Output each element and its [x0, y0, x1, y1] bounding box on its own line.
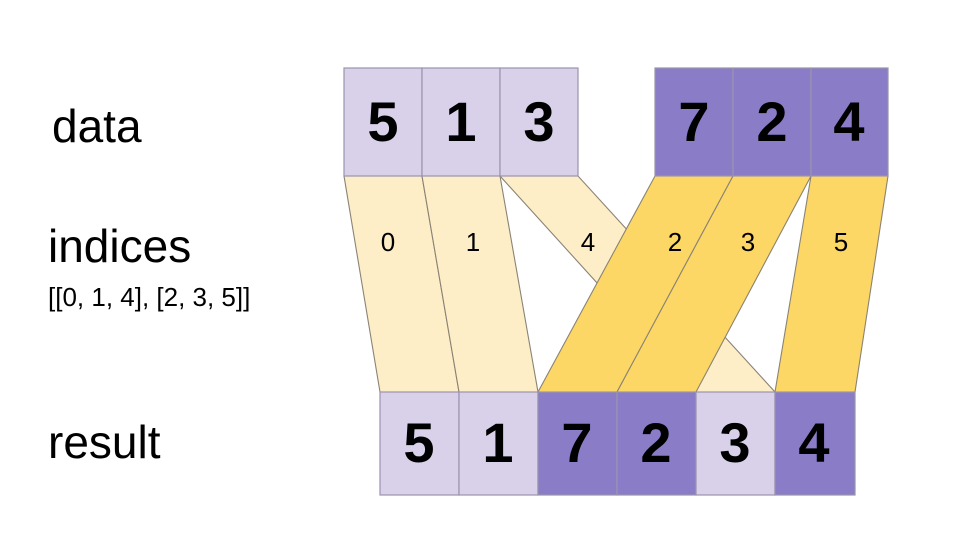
indices-value-3: 2: [668, 227, 682, 257]
result-cell-value-5: 4: [798, 411, 829, 474]
indices-value-2: 4: [581, 227, 595, 257]
indices-value-4: 3: [741, 227, 755, 257]
indices-value-1: 1: [466, 227, 480, 257]
indices-row-label: indices: [48, 220, 191, 272]
data-cell-value-3: 7: [678, 90, 709, 153]
result-cell-5[interactable]: [774, 391, 856, 496]
result-cell-value-4: 3: [719, 411, 750, 474]
data-cell-value-2: 3: [523, 90, 554, 153]
data-row-label: data: [52, 100, 142, 152]
result-cell-value-2: 7: [561, 411, 592, 474]
indices-row-sublabel: [[0, 1, 4], [2, 3, 5]]: [48, 282, 250, 312]
result-cell-value-1: 1: [482, 411, 513, 474]
data-cell-value-5: 4: [833, 90, 864, 153]
ribbon-layer: [343, 175, 889, 393]
data-row: data 5 1 3 7 2 4: [52, 67, 889, 177]
data-cell-value-0: 5: [367, 90, 398, 153]
result-cell-1[interactable]: [458, 391, 539, 496]
indices-value-5: 5: [834, 227, 848, 257]
data-cell-2[interactable]: [499, 67, 579, 177]
data-cell-value-4: 2: [756, 90, 787, 153]
result-cell-value-0: 5: [403, 411, 434, 474]
result-cell-value-3: 2: [640, 411, 671, 474]
data-cell-5[interactable]: [810, 67, 889, 177]
indices-row: indices [[0, 1, 4], [2, 3, 5]] 0 1 4 2 3…: [48, 220, 848, 312]
data-cell-4[interactable]: [732, 67, 812, 177]
data-cell-value-1: 1: [445, 90, 476, 153]
indices-value-0: 0: [381, 227, 395, 257]
result-row-label: result: [48, 416, 161, 468]
result-cell-0[interactable]: [379, 391, 460, 496]
result-row: result 5 1 7 2 3 4: [48, 391, 856, 496]
